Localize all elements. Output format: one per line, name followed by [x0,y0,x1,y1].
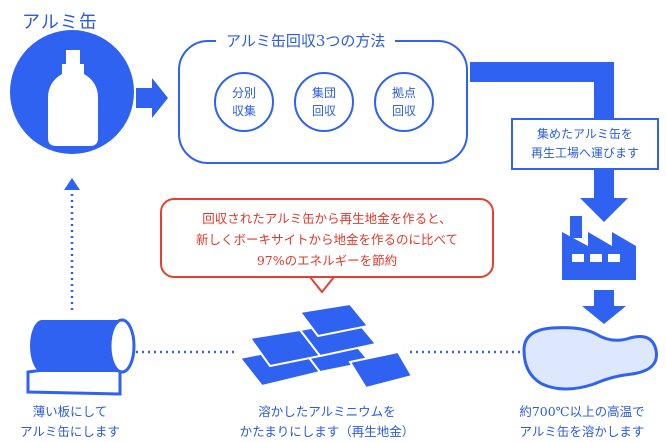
collection-methods-title: アルミ缶回収3つの方法 [216,30,396,51]
callout-pointer [307,276,337,294]
molten-aluminum-icon [522,326,658,391]
method-group-collection: 集団 回収 [294,72,354,132]
rolled-sheet-icon [26,318,136,396]
energy-saving-callout: 回収されたアルミ缶から再生地金を作ると、 新しくボーキサイトから地金を作るのに比… [160,198,494,278]
caption-melt: 約700℃以上の高温で アルミ缶を溶かします [519,404,645,439]
factory-icon [562,216,636,280]
ingot-stack-icon [238,302,414,390]
method-separate-collection: 分別 収集 [214,72,274,132]
arrow-down-icon [582,290,626,324]
arrow-right-icon [136,78,168,118]
caption-ingot: 溶かしたアルミニウムを かたまりにします（再生地金） [239,404,415,439]
page-title: アルミ缶 [22,12,98,33]
caption-sheet: 薄い板にして アルミ缶にします [20,404,120,439]
arrow-up-icon [64,178,80,190]
transport-note: 集めたアルミ缶を 再生工場へ運びます [511,118,659,170]
method-drop-off-collection: 拠点 回収 [374,72,434,132]
aluminum-can-icon [10,30,134,154]
